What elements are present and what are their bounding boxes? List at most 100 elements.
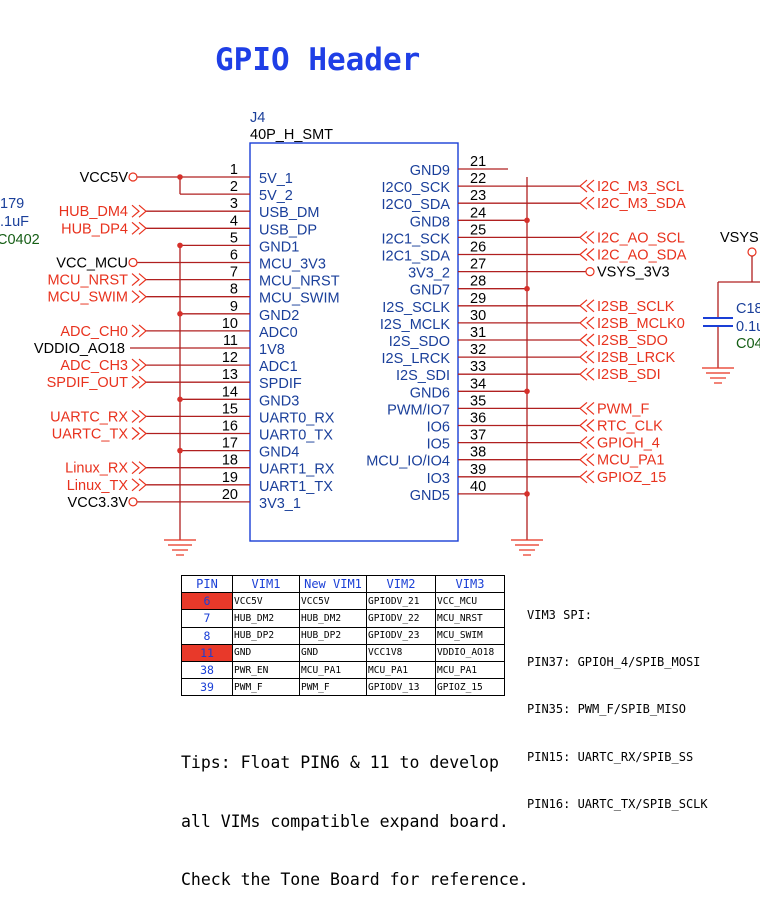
port-symbol	[579, 230, 595, 244]
pin-name: I2C1_SCK	[381, 231, 450, 247]
net-label: UARTC_TX	[52, 427, 129, 443]
power-port-symbol	[128, 497, 138, 507]
pin-name: GND3	[259, 393, 299, 409]
col-header-vim2: VIM2	[366, 574, 436, 594]
net-label: I2SB_LRCK	[597, 350, 676, 366]
net-label: RTC_CLK	[597, 419, 663, 435]
pin-number: 39	[470, 462, 486, 478]
pin-name: I2C0_SCK	[381, 180, 450, 196]
port-symbol	[579, 299, 595, 313]
pin-number: 9	[230, 299, 238, 315]
port-symbol	[131, 478, 147, 492]
pin-name: I2S_SDO	[389, 334, 450, 350]
port-symbol	[131, 427, 147, 440]
port-symbol	[131, 324, 147, 338]
pin-name: UART1_RX	[259, 462, 335, 478]
pin-name: IO3	[427, 471, 450, 487]
net-label: UARTC_RX	[50, 409, 128, 425]
junction-dot	[177, 242, 183, 249]
part-reference: J4	[250, 110, 265, 126]
port-symbol	[131, 358, 147, 372]
col-header-new-vim1: New VIM1	[299, 574, 367, 594]
cap-ground-symbol	[702, 367, 734, 384]
pin-number: 22	[470, 171, 486, 187]
net-label: VSYS_3V3	[597, 265, 670, 281]
net-label: HUB_DM4	[59, 204, 128, 220]
pin-name: 5V_2	[259, 188, 293, 204]
schematic-canvas: GPIO Header J4 40P_H_SMT 179 .1uF C0402 …	[0, 42, 760, 556]
right-cap-value: 0.1u	[736, 319, 760, 335]
power-port-symbol	[128, 257, 138, 268]
pin-name: GND6	[410, 385, 450, 401]
pin-number: 31	[470, 325, 486, 341]
pin-name: GND1	[259, 239, 299, 255]
pin-number: 37	[470, 428, 486, 444]
new-vim1-cell: GND	[299, 643, 367, 662]
spi-note-line: PIN37: GPIOH_4/SPIB_MOSI	[527, 654, 701, 669]
pin-cell: 39	[181, 678, 233, 697]
net-label: I2SB_SCLK	[597, 299, 675, 315]
net-label: I2SB_SDI	[597, 367, 661, 383]
pin-number: 19	[222, 470, 238, 486]
net-label: MCU_PA1	[597, 453, 664, 469]
vim2-cell: GPIODV_21	[366, 592, 436, 611]
pin-number: 33	[470, 359, 486, 375]
pin-number: 6	[230, 248, 238, 264]
vsys-power-symbol	[747, 247, 757, 257]
port-symbol	[579, 333, 595, 347]
pin-name: PWM/IO7	[387, 402, 450, 418]
pin-number: 7	[230, 265, 238, 281]
spi-note-line: PIN16: UARTC_TX/SPIB_SCLK	[527, 797, 708, 812]
pin-name: I2C0_SDA	[381, 197, 450, 213]
pin-name: ADC1	[259, 359, 298, 375]
port-symbol	[579, 179, 595, 193]
port-symbol	[579, 436, 595, 450]
port-symbol	[579, 419, 595, 432]
pin-name: I2S_MCLK	[380, 317, 450, 333]
connector-body	[249, 142, 459, 542]
right-cap-ref: C18	[736, 301, 760, 317]
power-port-symbol	[128, 172, 138, 182]
junction-dot	[177, 174, 183, 180]
port-symbol	[579, 196, 595, 210]
pin-name: GND8	[410, 214, 450, 230]
vim1-cell: HUB_DM2	[232, 609, 300, 628]
pin-cell: 6	[181, 592, 233, 611]
junction-dot	[524, 388, 530, 395]
vim3-cell: VCC_MCU	[435, 592, 505, 611]
junction-dot	[177, 311, 183, 317]
pin-name: ADC0	[259, 325, 298, 341]
pin-number: 13	[222, 367, 238, 383]
new-vim1-cell: VCC5V	[299, 592, 367, 611]
pin-name: I2S_LRCK	[381, 351, 450, 367]
new-vim1-cell: MCU_PA1	[299, 660, 367, 680]
pins-layer: 15V_1VCC5V25V_23USB_DMHUB_DM44USB_DPHUB_…	[34, 154, 687, 556]
left-cap-footprint: C0402	[0, 232, 40, 248]
right-cap-footprint: C04	[736, 336, 760, 352]
pin-name: MCU_3V3	[259, 257, 326, 273]
vim1-cell: GND	[232, 643, 300, 662]
net-label: MCU_SWIM	[47, 290, 128, 306]
pin-name: IO6	[427, 420, 450, 436]
net-label: HUB_DP4	[61, 221, 128, 237]
net-label: SPDIF_OUT	[47, 375, 129, 391]
port-symbol	[131, 290, 147, 304]
pin-number: 26	[470, 240, 486, 256]
tips-line: Check the Tone Board for reference.	[181, 870, 529, 889]
vim2-cell: VCC1V8	[366, 643, 436, 662]
net-label: ADC_CH3	[60, 358, 128, 374]
net-label: GPIOZ_15	[597, 470, 666, 486]
spi-notes: VIM3 SPI: PIN37: GPIOH_4/SPIB_MOSI PIN35…	[527, 576, 708, 829]
pin-number: 20	[222, 487, 238, 503]
spi-note-line: VIM3 SPI:	[527, 607, 593, 622]
vim1-cell: PWR_EN	[232, 660, 300, 680]
pin-cell: 38	[181, 660, 233, 680]
pin-number: 11	[223, 333, 238, 349]
vim2-cell: MCU_PA1	[366, 660, 436, 680]
pin-number: 23	[470, 188, 486, 204]
pin-cell: 8	[181, 626, 233, 645]
net-label: Linux_RX	[65, 461, 128, 477]
port-symbol	[579, 248, 595, 261]
